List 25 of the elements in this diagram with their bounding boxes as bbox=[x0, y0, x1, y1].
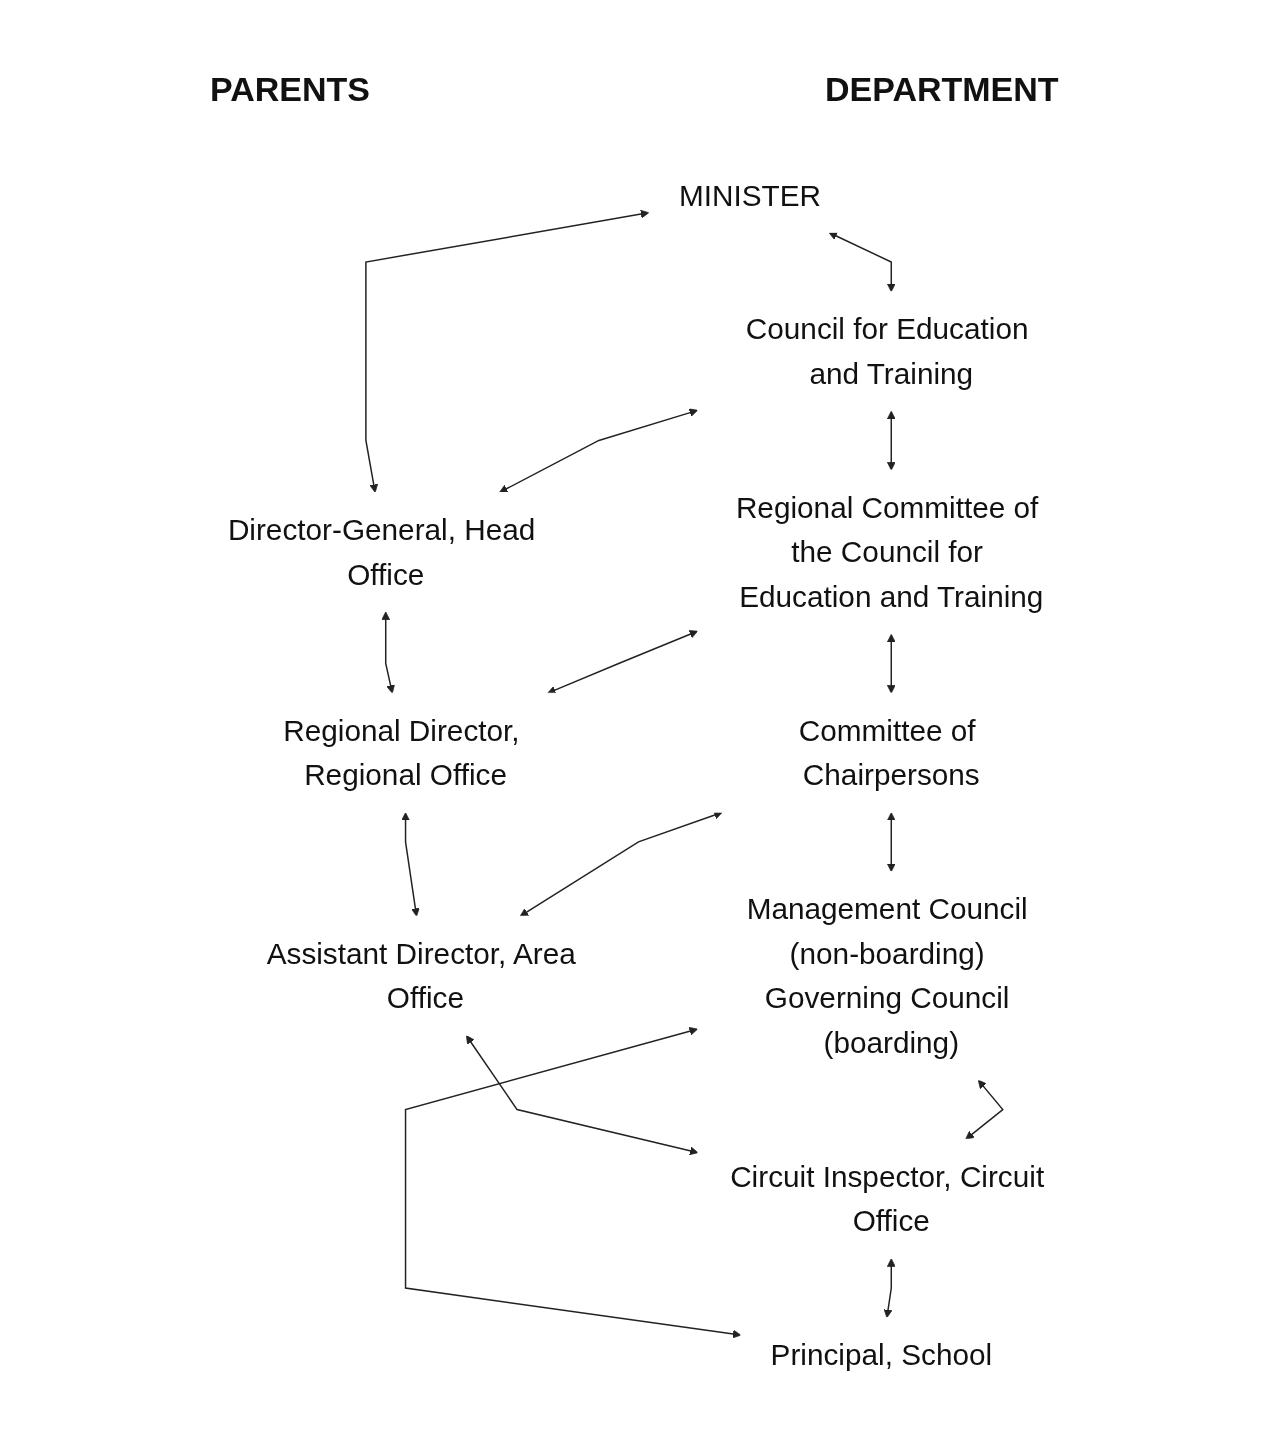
arrow bbox=[365, 209, 650, 493]
node-text: Regional Director, Regional Office bbox=[283, 714, 520, 792]
arrow bbox=[401, 812, 420, 917]
node-text: Director-General, Head Office bbox=[227, 513, 536, 591]
arrow bbox=[404, 1027, 742, 1339]
column-heading: DEPARTMENT bbox=[825, 70, 1059, 109]
arrow bbox=[886, 633, 896, 694]
arrow bbox=[886, 410, 896, 471]
node-text: Principal, School bbox=[770, 1338, 993, 1372]
arrow bbox=[499, 408, 698, 493]
arrow bbox=[828, 231, 896, 293]
node-text: Assistant Director, Area Office bbox=[266, 937, 576, 1015]
arrow bbox=[547, 630, 698, 695]
node-text: Regional Committee of the Council for Education and Training bbox=[735, 491, 1044, 613]
node-text: Management Council (non-boarding) Governing Council (boarding) bbox=[746, 892, 1028, 1059]
arrow bbox=[965, 1079, 1004, 1140]
node-text: Council for Education and Training bbox=[745, 312, 1029, 390]
node-text: Committee of Chairpersons bbox=[798, 714, 980, 792]
arrow bbox=[465, 1035, 699, 1156]
node-text: MINISTER bbox=[678, 178, 822, 212]
arrow bbox=[381, 611, 395, 694]
arrow bbox=[886, 812, 896, 873]
node-text: Circuit Inspector, Circuit Office bbox=[730, 1160, 1045, 1238]
arrow bbox=[883, 1258, 896, 1319]
column-heading: PARENTS bbox=[210, 70, 370, 109]
